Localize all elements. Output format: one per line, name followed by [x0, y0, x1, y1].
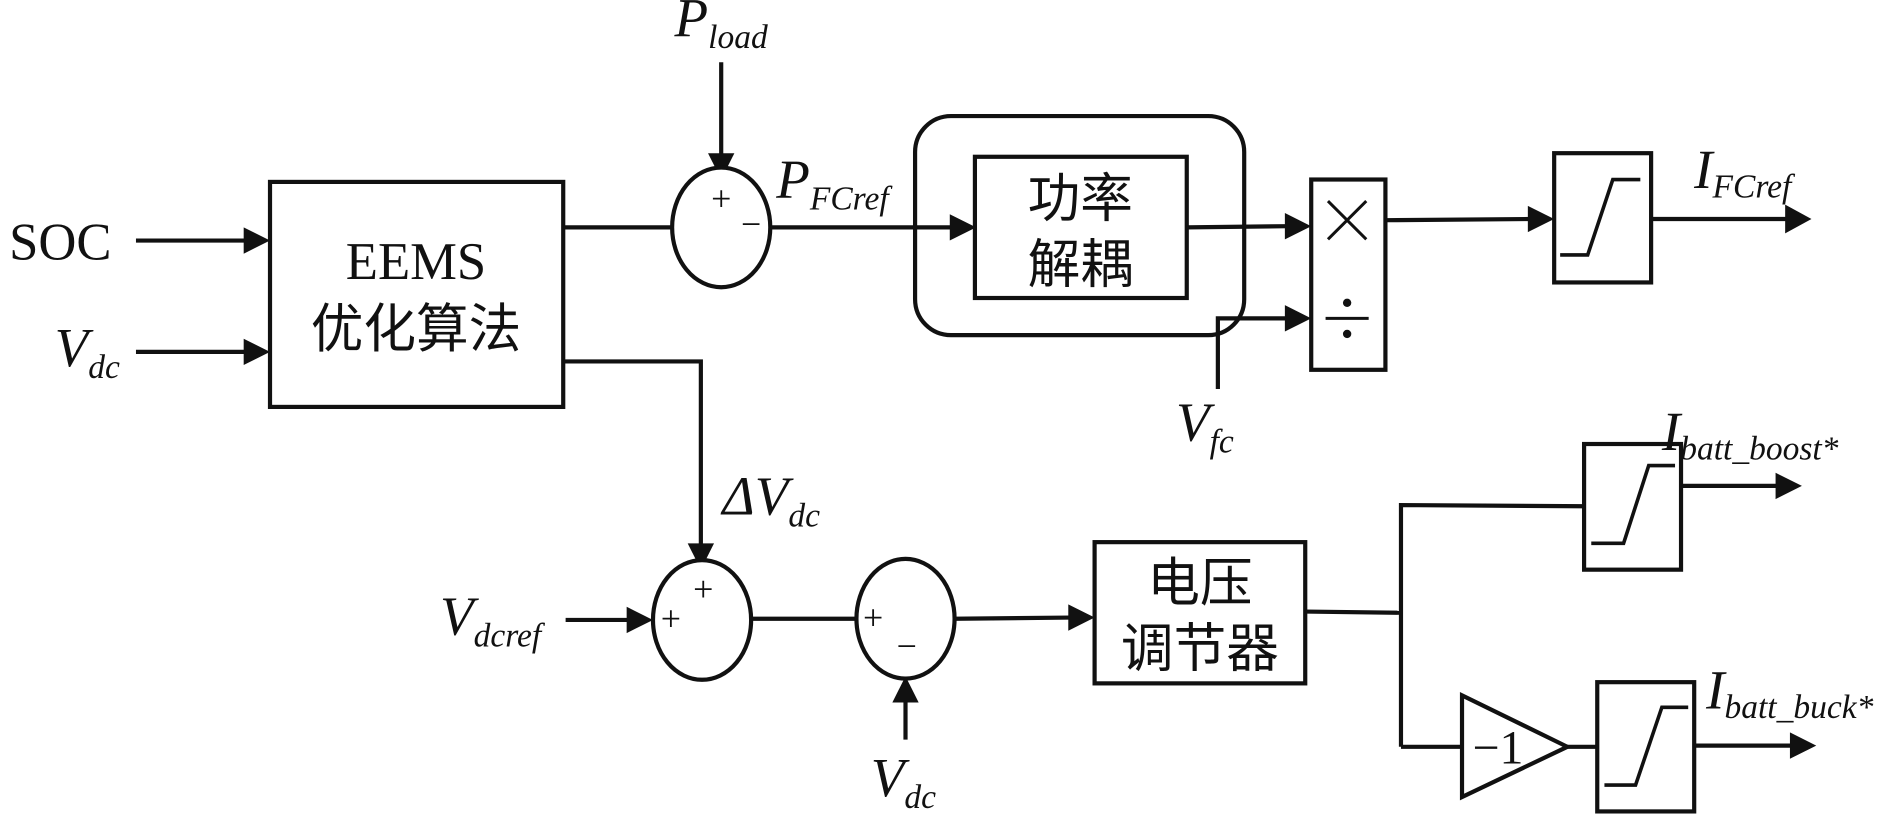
- regulator-output-wire: [1305, 609, 1402, 615]
- pfcref-arrow: [949, 214, 977, 241]
- vdc-input-label: Vdc: [55, 317, 120, 386]
- vdc-input-arrow: [243, 338, 271, 366]
- divide-icon: [1325, 298, 1369, 339]
- sum2-top-plus: +: [693, 569, 713, 609]
- eems-optimization-block: [267, 179, 566, 410]
- ifcref-arrow: [1785, 204, 1812, 234]
- sum1-minus-sign: −: [741, 204, 761, 244]
- decoupling-to-multiplier-wire: [1186, 224, 1288, 230]
- multiplier-to-limiter-wire: [1385, 216, 1531, 223]
- gain-label: −1: [1472, 722, 1523, 775]
- delta-vdc-wire: [563, 359, 703, 546]
- vdcref-label: Vdcref: [440, 585, 546, 654]
- sum3-bottom-minus: −: [897, 626, 917, 666]
- gain-block: [1459, 691, 1573, 801]
- saturation-block-buck: [1595, 680, 1697, 814]
- sum1-plus-sign: +: [711, 179, 731, 219]
- delta-vdc-arrow: [687, 543, 715, 570]
- error-to-regulator-arrow: [1068, 604, 1095, 631]
- eems-algorithm-label: 优化算法: [311, 299, 522, 360]
- decoupling-label-line1: 功率: [1028, 169, 1133, 230]
- ibatt-boost-arrow: [1775, 472, 1802, 500]
- eems-label: EEMS: [346, 233, 486, 291]
- delta-vdc-label: ΔVdc: [720, 466, 820, 535]
- decoupling-label-line2: 解耦: [1028, 234, 1133, 295]
- vfc-wire: [1215, 316, 1288, 389]
- saturation-icon: [1604, 705, 1689, 787]
- decoupling-to-multiplier-arrow: [1284, 213, 1312, 240]
- regulator-label-line1: 电压: [1147, 553, 1252, 614]
- saturation-icon: [1560, 177, 1641, 257]
- ibatt-boost-label: Ibatt_boost*: [1661, 401, 1839, 468]
- saturation-block-fc: [1552, 151, 1654, 285]
- multiply-icon: [1326, 200, 1368, 241]
- vdc-feedback-label: Vdc: [871, 747, 936, 816]
- sum2-left-plus: +: [661, 599, 681, 639]
- boost-branch-wire: [1398, 502, 1585, 747]
- vfc-label: Vfc: [1176, 391, 1234, 460]
- ifcref-label: IFCref: [1693, 139, 1796, 206]
- saturation-block-boost: [1581, 441, 1684, 572]
- sum3-left-plus: +: [863, 598, 883, 638]
- pload-label: Pload: [674, 0, 768, 56]
- ibatt-buck-label: Ibatt_buck*: [1705, 660, 1873, 727]
- vdc-feedback-arrow: [892, 676, 919, 703]
- multiplier-to-limiter-arrow: [1527, 205, 1555, 233]
- saturation-icon: [1591, 463, 1676, 546]
- soc-arrow: [243, 227, 271, 254]
- error-to-regulator-wire: [954, 615, 1071, 621]
- regulator-label-line2: 调节器: [1121, 619, 1279, 680]
- soc-label: SOC: [9, 214, 111, 272]
- ibatt-buck-arrow: [1789, 732, 1817, 759]
- multiply-divide-block: [1309, 177, 1388, 372]
- pfcref-label: PFCref: [775, 148, 893, 217]
- voltage-regulator-block: [1092, 540, 1308, 686]
- vfc-arrow: [1284, 305, 1312, 332]
- vdcref-arrow: [626, 606, 653, 634]
